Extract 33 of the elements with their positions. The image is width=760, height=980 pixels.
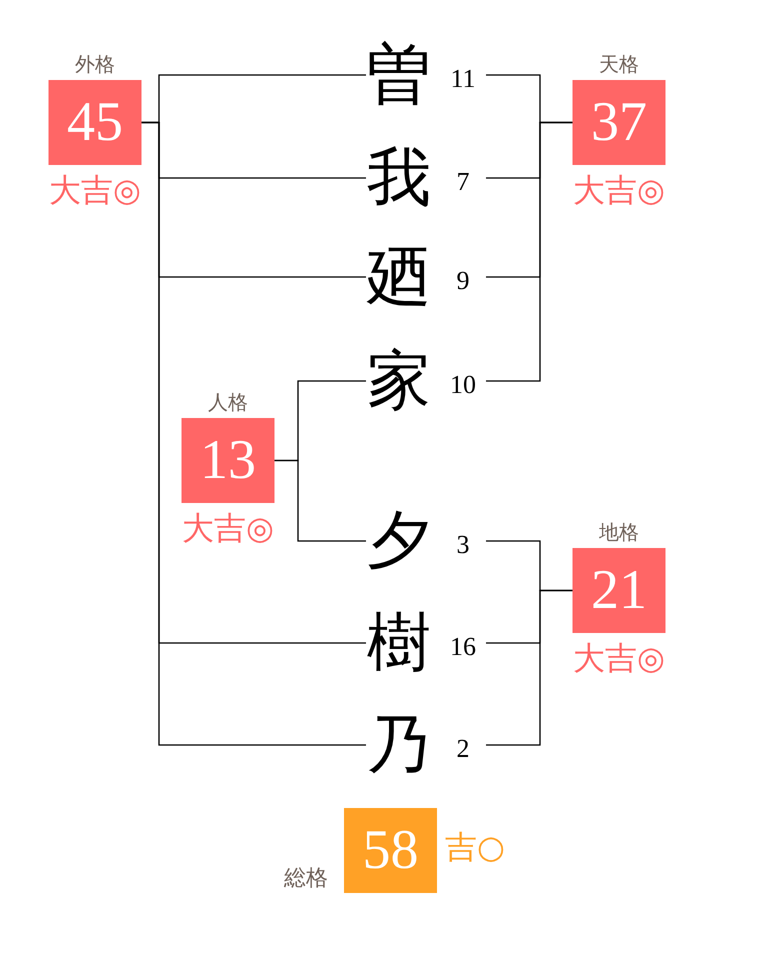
fortune-rating: 大吉◎ xyxy=(573,639,665,677)
score-tile: 37 xyxy=(572,80,666,165)
name-character: 我 xyxy=(366,143,432,213)
score-tile: 13 xyxy=(182,418,274,503)
bracket-line xyxy=(274,460,366,542)
name-character: 乃 xyxy=(366,710,432,780)
stroke-count: 2 xyxy=(456,734,470,764)
fortune-rating: 大吉◎ xyxy=(49,171,141,209)
score-tile: 58 xyxy=(344,808,437,893)
fortune-rating: 大吉◎ xyxy=(573,171,665,209)
fortune-rating: 大吉◎ xyxy=(182,509,274,547)
name-character: 夕 xyxy=(366,506,432,576)
stroke-count: 9 xyxy=(456,266,470,296)
stroke-count: 11 xyxy=(450,64,476,94)
category-heading: 天格 xyxy=(599,52,639,76)
category-heading: 人格 xyxy=(208,390,248,414)
fortune-rating: 吉○ xyxy=(445,828,505,866)
stroke-count: 7 xyxy=(456,167,470,197)
category-heading: 外格 xyxy=(75,52,115,76)
category-heading: 総格 xyxy=(284,867,328,891)
name-character: 樹 xyxy=(366,608,432,678)
stroke-count: 16 xyxy=(450,632,476,662)
score-tile: 45 xyxy=(48,80,142,165)
score-tile: 21 xyxy=(572,548,666,633)
bracket-line xyxy=(486,590,572,746)
name-character: 廼 xyxy=(366,242,432,312)
stroke-count: 3 xyxy=(456,530,470,560)
bracket-line xyxy=(142,122,366,746)
category-heading: 地格 xyxy=(599,520,639,544)
bracket-line xyxy=(486,122,572,382)
name-character: 家 xyxy=(366,346,432,416)
stroke-count: 10 xyxy=(450,370,476,400)
name-character: 曽 xyxy=(366,40,432,110)
